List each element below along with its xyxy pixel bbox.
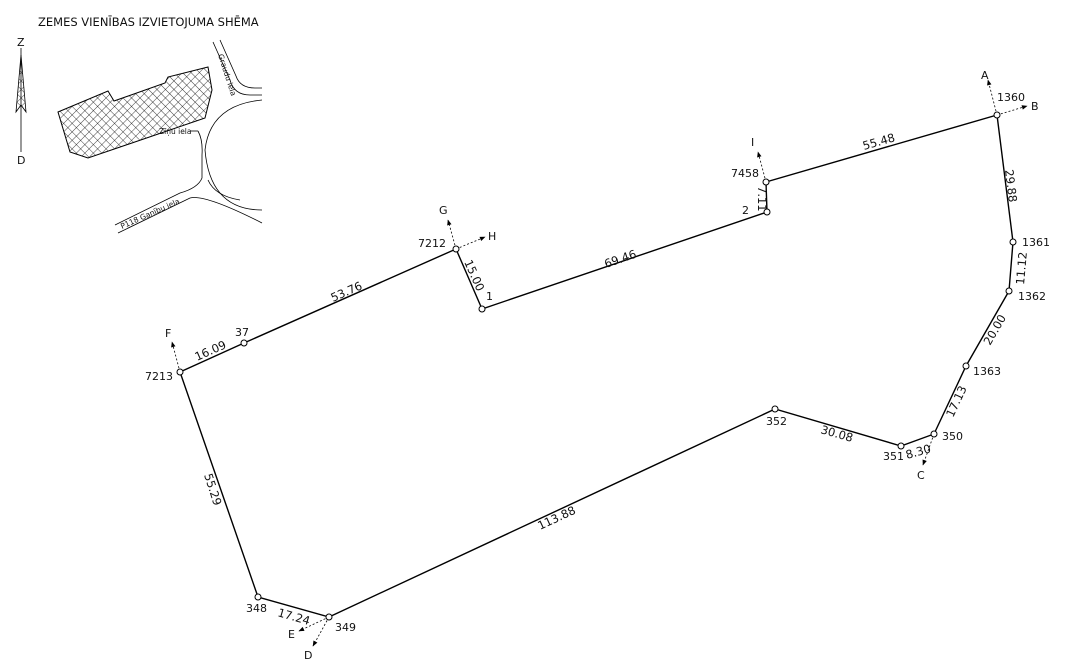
inset-roads <box>114 39 263 234</box>
point-label: 1360 <box>997 91 1025 104</box>
edge-length: 29.88 <box>1002 169 1020 203</box>
north-label: Z <box>17 36 25 49</box>
edge-length: 17.24 <box>276 605 312 628</box>
street-label: P118 Ganību iela <box>119 197 181 231</box>
point-label: 1362 <box>1018 290 1046 303</box>
edge-length: 113.88 <box>535 503 577 533</box>
direction-label: F <box>165 327 171 340</box>
edge-length: 55.29 <box>201 472 224 508</box>
edge-length: 30.08 <box>819 422 855 445</box>
point-label: 1 <box>486 290 493 303</box>
direction-label: G <box>439 204 448 217</box>
point-label: 348 <box>246 602 267 615</box>
edge-length: 69.46 <box>602 247 638 271</box>
street-label: Zīņu iela <box>159 127 192 137</box>
point-label: 1361 <box>1022 236 1050 249</box>
street-label: Graudu iela <box>216 53 238 97</box>
edge-length: 17.13 <box>943 383 970 419</box>
north-arrow-icon: Z D <box>15 36 27 167</box>
south-label: D <box>17 154 25 167</box>
point-label: 7458 <box>731 167 759 180</box>
edge-length: 8.30 <box>904 441 932 462</box>
direction-label: D <box>304 649 312 662</box>
edge-length: 20.00 <box>980 312 1009 348</box>
edge-length: 11.12 <box>1013 251 1030 285</box>
direction-label: C <box>917 469 925 482</box>
point-label: 37 <box>235 326 249 339</box>
edge-length: 53.76 <box>329 279 365 305</box>
boundary-points <box>176 111 1017 621</box>
edge-length: 16.09 <box>193 338 229 364</box>
point-label: 7212 <box>418 237 446 250</box>
point-label: 350 <box>942 430 963 443</box>
plot-boundary <box>179 114 1014 618</box>
edge-length: 7.11 <box>755 186 769 212</box>
inset-plot-shape <box>57 66 213 159</box>
point-label: 2 <box>742 204 749 217</box>
edge-length: 15.00 <box>461 258 487 294</box>
point-label: 352 <box>766 415 787 428</box>
direction-label: B <box>1031 100 1039 113</box>
point-label: 351 <box>883 450 904 463</box>
point-label: 349 <box>335 621 356 634</box>
direction-arrows <box>171 79 1028 647</box>
direction-label: E <box>288 628 295 641</box>
point-label: 1363 <box>973 365 1001 378</box>
diagram-title: ZEMES VIENĪBAS IZVIETOJUMA SHĒMA <box>38 15 259 29</box>
direction-label: A <box>981 69 989 82</box>
point-label: 7213 <box>145 370 173 383</box>
direction-label: H <box>488 230 496 243</box>
direction-label: I <box>751 136 754 149</box>
